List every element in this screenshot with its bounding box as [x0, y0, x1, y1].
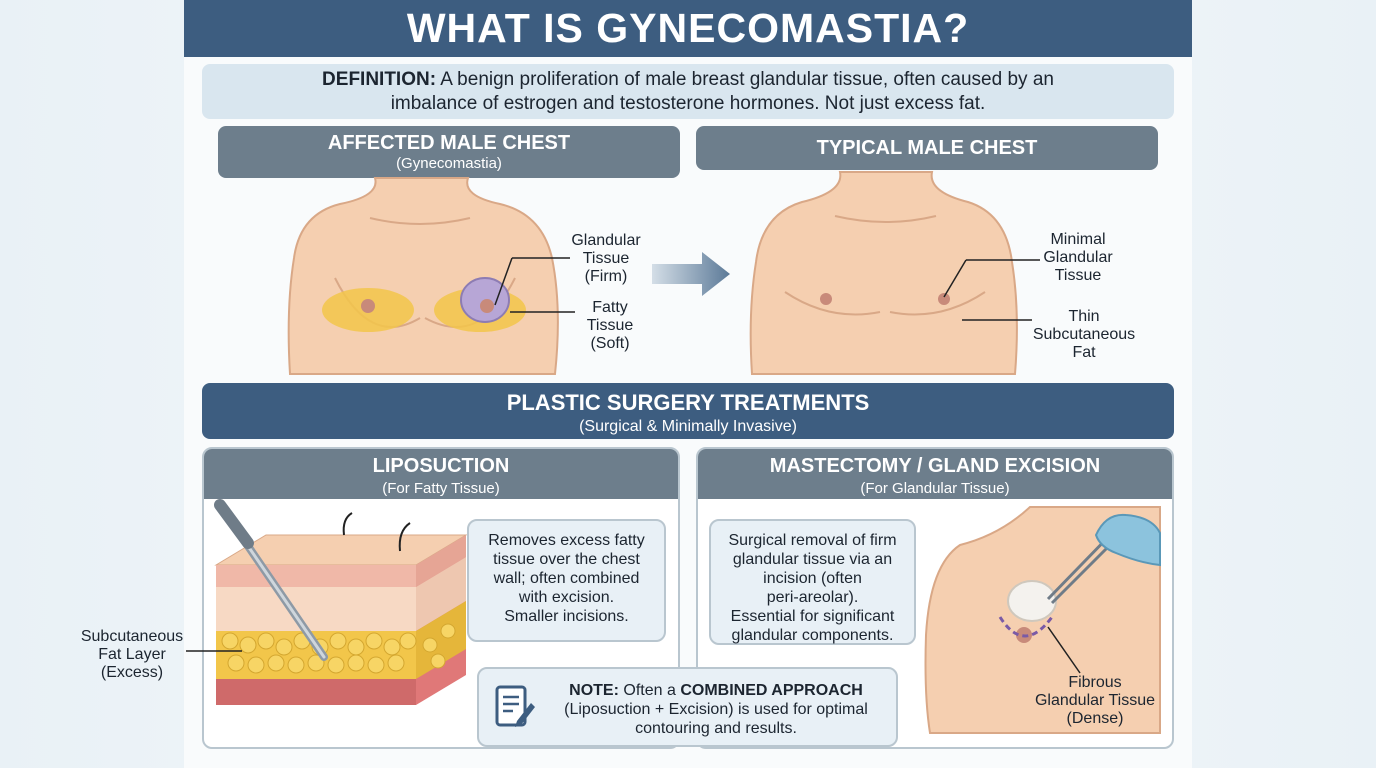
treatments-banner: PLASTIC SURGERY TREATMENTS (Surgical & M…	[202, 383, 1174, 439]
fibrous-glandular-label: Fibrous Glandular Tissue (Dense)	[1034, 674, 1156, 727]
gloved-hand-icon	[1094, 513, 1161, 567]
gland-excision-illustration	[924, 506, 1161, 734]
note-pre: Often a	[623, 682, 676, 699]
note-label: NOTE:	[569, 682, 619, 699]
document-edit-icon	[495, 685, 535, 727]
affected-chest-illustration	[287, 177, 559, 375]
affected-chest-header: AFFECTED MALE CHEST (Gynecomastia)	[218, 126, 680, 178]
definition-text-line2: imbalance of estrogen and testosterone h…	[390, 93, 986, 114]
fat-layer-leader-line	[186, 650, 242, 652]
liposuction-header: LIPOSUCTION (For Fatty Tissue)	[204, 449, 678, 499]
thin-subcutaneous-label: Thin Subcutaneous Fat	[1032, 308, 1136, 361]
cannula-icon	[214, 499, 328, 661]
affected-chest-title: AFFECTED MALE CHEST	[327, 132, 571, 154]
fatty-tissue-label: Fatty Tissue (Soft)	[586, 299, 634, 352]
subcutaneous-fat-label: Subcutaneous Fat Layer (Excess)	[80, 628, 184, 681]
treatments-subtitle: (Surgical & Minimally Invasive)	[579, 418, 797, 435]
affected-chest-subtitle: (Gynecomastia)	[396, 155, 502, 172]
liposuction-subtitle: (For Fatty Tissue)	[382, 480, 500, 497]
skin-cross-section-illustration	[214, 499, 468, 705]
note-box: NOTE: Often a COMBINED APPROACH (Liposuc…	[477, 667, 898, 747]
minimal-glandular-label: Minimal Glandular Tissue	[1043, 231, 1113, 284]
definition-box: DEFINITION: A benign proliferation of ma…	[202, 64, 1174, 119]
typical-chest-title: TYPICAL MALE CHEST	[816, 137, 1038, 159]
note-text: NOTE: Often a COMBINED APPROACH (Liposuc…	[541, 681, 891, 738]
affected-leader-lines	[494, 257, 575, 313]
definition-text-line1: A benign proliferation of male breast gl…	[440, 69, 1054, 90]
note-line3: contouring and results.	[635, 720, 797, 737]
definition-label: DEFINITION:	[322, 69, 437, 90]
mastectomy-title: MASTECTOMY / GLAND EXCISION	[769, 455, 1101, 477]
glandular-tissue-label: Glandular Tissue (Firm)	[571, 232, 641, 285]
mastectomy-description: Surgical removal of firm glandular tissu…	[709, 519, 916, 645]
typical-chest-header: TYPICAL MALE CHEST	[696, 126, 1158, 170]
treatments-title: PLASTIC SURGERY TREATMENTS	[506, 390, 870, 415]
liposuction-title: LIPOSUCTION	[372, 455, 510, 477]
note-line2: (Liposuction + Excision) is used for opt…	[564, 701, 868, 718]
typical-chest-illustration	[749, 171, 1018, 375]
page-title: WHAT IS GYNECOMASTIA?	[184, 0, 1192, 57]
liposuction-description: Removes excess fatty tissue over the che…	[467, 519, 666, 642]
note-emphasis: COMBINED APPROACH	[680, 682, 863, 699]
mastectomy-subtitle: (For Glandular Tissue)	[860, 480, 1010, 497]
typical-leader-lines	[943, 259, 1040, 321]
mastectomy-header: MASTECTOMY / GLAND EXCISION (For Glandul…	[698, 449, 1172, 499]
right-arrow-icon	[652, 252, 730, 296]
